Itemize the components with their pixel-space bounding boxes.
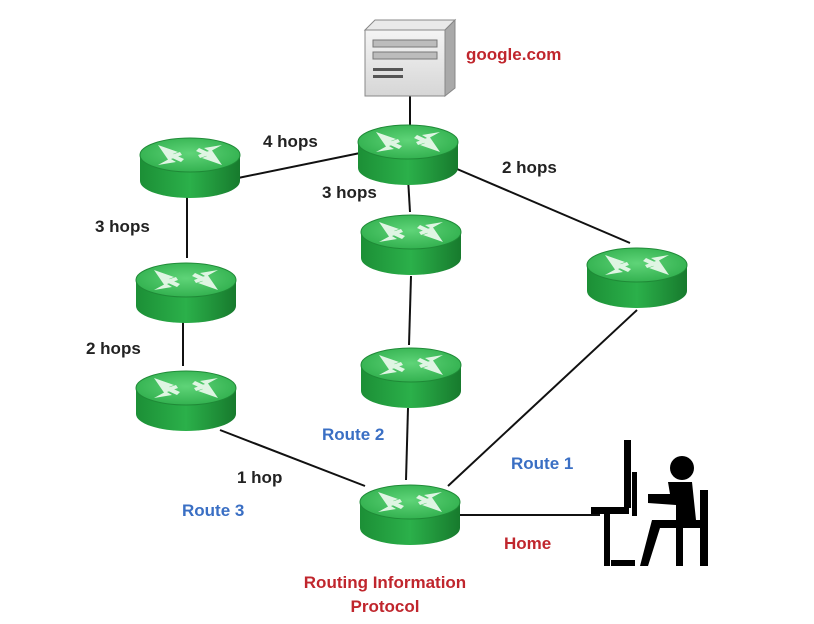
hop-label-left-bottom-to-home-router: 1 hop [237, 468, 282, 487]
hop-label-left-mid-to-left-bottom: 2 hops [86, 339, 141, 358]
hop-label-top-center-to-right: 2 hops [502, 158, 557, 177]
link-left-bottom-to-home-router [219, 429, 366, 487]
route-1-label: Route 1 [511, 454, 573, 473]
link-right-to-home-router [447, 309, 638, 487]
hop-label-top-left-to-top-center: 4 hops [263, 132, 318, 151]
hop-label-left-top-to-left-mid: 3 hops [95, 217, 150, 236]
link-center-lower-to-home-router [405, 407, 409, 481]
home-label: Home [504, 534, 551, 553]
router-center-mid [360, 214, 462, 276]
caption-line-2: Protocol [351, 597, 420, 616]
caption-line-1: Routing Information [304, 573, 466, 592]
route-3-label: Route 3 [182, 501, 244, 520]
router-top-left [139, 137, 241, 199]
link-top-left-to-top-center [237, 151, 366, 179]
route-2-label: Route 2 [322, 425, 384, 444]
home-person-icon [591, 440, 708, 566]
router-top-center [357, 124, 459, 186]
router-center-lower [360, 347, 462, 409]
router-right [586, 247, 688, 309]
router-home [359, 484, 461, 546]
server-label: google.com [466, 45, 561, 64]
router-left-bottom [135, 370, 237, 432]
server-icon [363, 18, 457, 98]
link-top-center-to-right [449, 165, 631, 244]
link-center-mid-to-center-lower [408, 275, 412, 346]
router-left-mid [135, 262, 237, 324]
hop-label-top-center-to-center-mid: 3 hops [322, 183, 377, 202]
network-links [182, 94, 638, 516]
